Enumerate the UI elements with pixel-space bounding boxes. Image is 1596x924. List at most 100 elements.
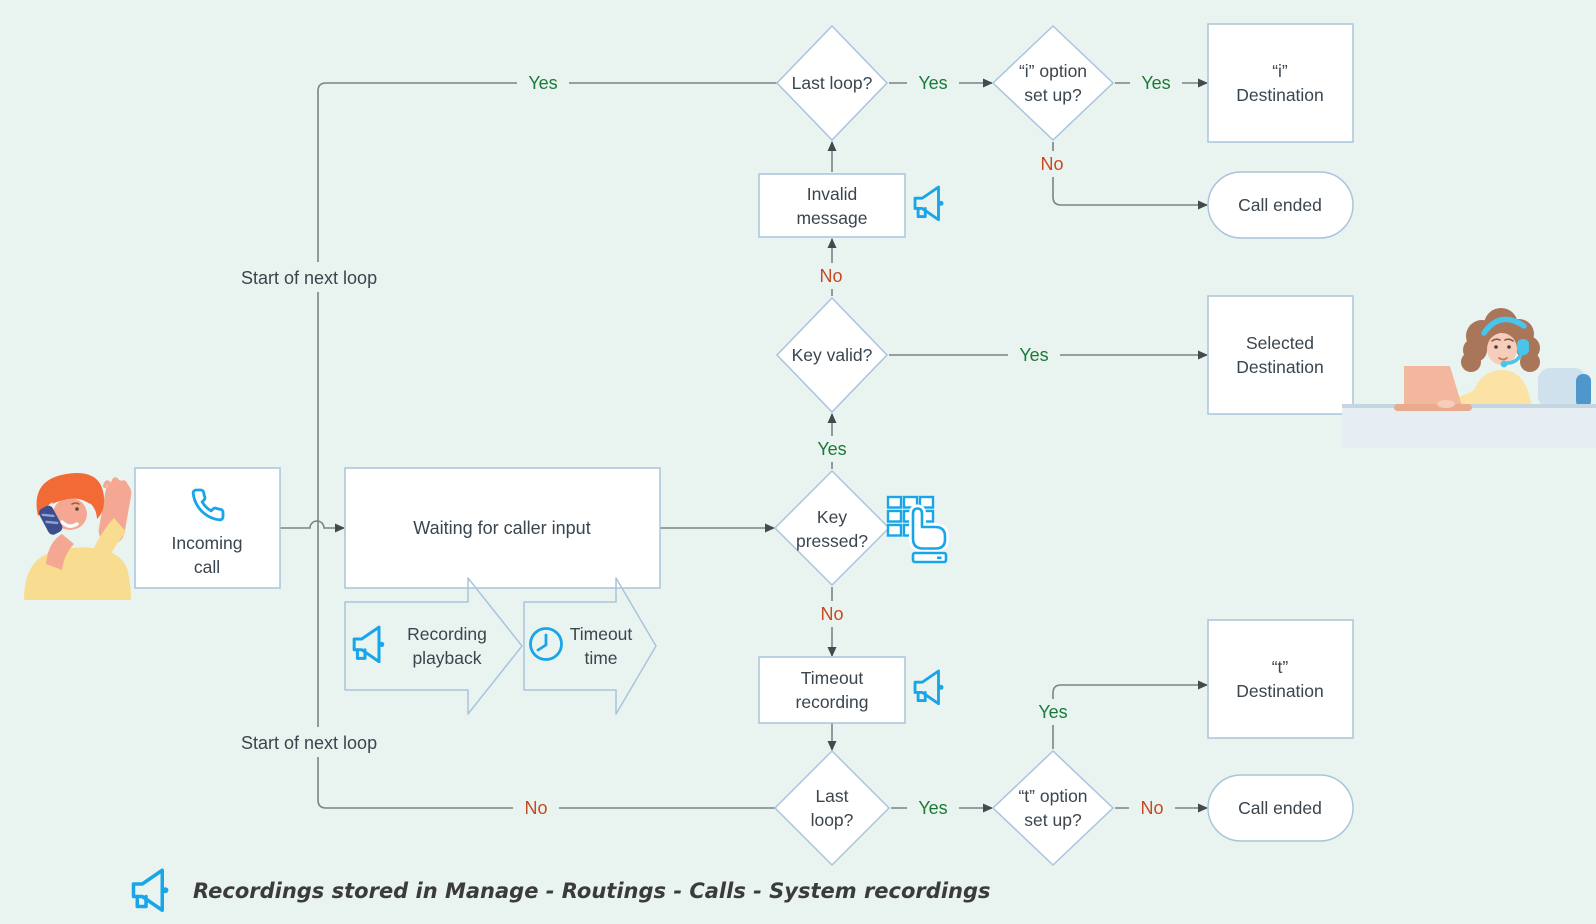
- invalid-message-box: [758, 173, 906, 238]
- node-call-ended-top: Call ended: [1207, 171, 1354, 239]
- edge-ioption-no: [1052, 142, 1208, 210]
- agent-torso: [1470, 369, 1532, 408]
- timeout-recording-label-1: Timeout: [801, 668, 864, 688]
- label-keypressed-yes: Yes: [817, 439, 846, 459]
- key-valid-diamond: [775, 296, 889, 414]
- t-destination-label-1: “t”: [1272, 657, 1289, 677]
- caller-phone: [39, 505, 63, 535]
- label-keyvalid-no: No: [819, 266, 842, 286]
- edge-toption-yes: [1052, 680, 1208, 749]
- node-last-loop-bottom: Last loop?: [773, 749, 891, 867]
- call-ended-bottom-label: Call ended: [1238, 798, 1322, 818]
- t-destination-box: [1207, 619, 1354, 739]
- recording-playback-label-2: playback: [412, 648, 481, 668]
- i-option-label-2: set up?: [1024, 85, 1082, 105]
- hand-shape: [911, 507, 947, 550]
- label-start-next-loop-top: Start of next loop: [241, 268, 377, 288]
- label-loop-bottom-no: No: [524, 798, 547, 818]
- incoming-call-label-1: Incoming: [171, 533, 242, 553]
- key-pressed-label-1: Key: [817, 507, 847, 527]
- last-loop-bottom-diamond: [773, 749, 891, 867]
- selected-destination-label-1: Selected: [1246, 333, 1314, 353]
- node-i-option-set-up: “i” option set up?: [991, 24, 1115, 142]
- call-ended-top-label: Call ended: [1238, 195, 1322, 215]
- node-incoming-call: Incoming call: [134, 467, 281, 589]
- label-lastloopb-toption-yes: Yes: [918, 798, 947, 818]
- agent-hand: [1437, 400, 1455, 408]
- selected-destination-box: [1207, 295, 1354, 415]
- timeout-time-arrow-shape: [523, 577, 657, 715]
- t-option-label-2: set up?: [1024, 810, 1082, 830]
- i-destination-label-1: “i”: [1272, 61, 1288, 81]
- last-loop-top-diamond: [775, 24, 889, 142]
- legend-text: Recordings stored in Manage - Routings -…: [193, 879, 991, 903]
- node-waiting-for-input: Waiting for caller input: [344, 467, 661, 589]
- agent-chair: [1538, 368, 1586, 408]
- node-call-ended-bottom: Call ended: [1207, 774, 1354, 842]
- agent-face: [1487, 333, 1517, 365]
- megaphone-icon: [131, 868, 169, 912]
- last-loop-bottom-label-2: loop?: [811, 810, 854, 830]
- timeout-time-label-1: Timeout: [570, 624, 633, 644]
- edge-labels: Yes Yes Yes No No Yes Yes No Yes No Yes …: [241, 73, 1171, 818]
- label-ioption-no: No: [1040, 154, 1063, 174]
- node-invalid-message: Invalid message: [758, 173, 944, 238]
- node-last-loop-top: Last loop?: [775, 24, 889, 142]
- label-toption-yes: Yes: [1038, 702, 1067, 722]
- caller-phone-arm: [46, 534, 74, 570]
- edge-incoming-to-waiting: [280, 520, 345, 533]
- label-start-next-loop-bottom: Start of next loop: [241, 733, 377, 753]
- loop-line: [317, 82, 777, 809]
- t-option-diamond: [991, 749, 1115, 867]
- node-key-valid: Key valid?: [775, 296, 889, 414]
- label-ioption-idest-yes: Yes: [1141, 73, 1170, 93]
- incoming-call-label-2: call: [194, 557, 220, 577]
- node-t-destination: “t” Destination: [1207, 619, 1354, 739]
- waiting-label: Waiting for caller input: [413, 518, 590, 538]
- keypad-hand-icon: [886, 495, 949, 564]
- waiting-box: [344, 467, 661, 589]
- node-recording-playback: Recording playback: [344, 577, 523, 715]
- desk: [1342, 404, 1596, 448]
- hand-cuff: [911, 551, 948, 564]
- legend: Recordings stored in Manage - Routings -…: [131, 868, 991, 912]
- t-option-label-1: “t” option: [1018, 786, 1087, 806]
- clock-icon: [529, 627, 563, 661]
- i-destination-box: [1207, 23, 1354, 143]
- caller-smile: [60, 520, 79, 528]
- headset-icon: [1481, 316, 1529, 368]
- incoming-call-box: [134, 467, 281, 589]
- agent-laptop: [1404, 366, 1462, 406]
- recording-playback-label-1: Recording: [407, 624, 487, 644]
- selected-destination-label-2: Destination: [1236, 357, 1324, 377]
- node-key-pressed: Key pressed?: [773, 469, 891, 587]
- i-option-label-1: “i” option: [1019, 61, 1087, 81]
- edge-label-halos: [236, 70, 1182, 821]
- node-t-option-set-up: “t” option set up?: [991, 749, 1115, 867]
- label-loop-top-yes: Yes: [528, 73, 557, 93]
- call-ended-top-pill: [1207, 171, 1354, 239]
- agent-illustration: [1342, 308, 1596, 448]
- label-toption-no: No: [1140, 798, 1163, 818]
- node-i-destination: “i” Destination: [1207, 23, 1354, 143]
- label-keyvalid-yes: Yes: [1019, 345, 1048, 365]
- invalid-message-label-2: message: [796, 208, 867, 228]
- label-keypressed-no: No: [820, 604, 843, 624]
- node-selected-destination: Selected Destination: [1207, 295, 1354, 415]
- megaphone-icon: [913, 185, 944, 222]
- key-valid-label: Key valid?: [792, 345, 873, 365]
- t-destination-label-2: Destination: [1236, 681, 1324, 701]
- phone-icon: [191, 488, 225, 522]
- megaphone-icon: [913, 669, 944, 706]
- hand-cuff-dot: [937, 556, 942, 559]
- node-timeout-recording: Timeout recording: [758, 656, 944, 724]
- label-lastloop-ioption-yes: Yes: [918, 73, 947, 93]
- megaphone-icon: [352, 625, 385, 664]
- key-pressed-diamond: [773, 469, 891, 587]
- i-option-diamond: [991, 24, 1115, 142]
- call-ended-bottom-pill: [1207, 774, 1354, 842]
- timeout-recording-box: [758, 656, 906, 724]
